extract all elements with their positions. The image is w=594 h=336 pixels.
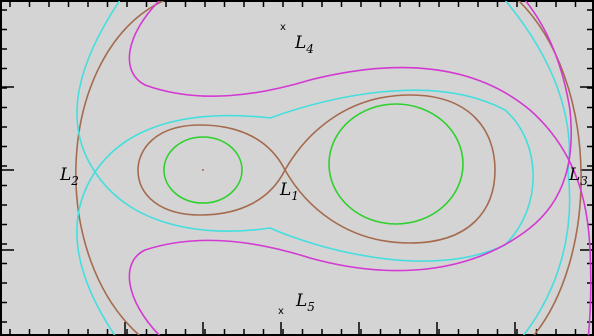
brown-outer-arc-left: [75, 1, 165, 335]
magenta-upper-contour: [128, 1, 592, 335]
l4-marker: x: [280, 22, 286, 33]
label-l2: L2: [59, 165, 79, 188]
label-l1: L1: [279, 180, 299, 203]
brown-outer-arc-right: [517, 1, 582, 335]
green-contour-small-lobe: [163, 136, 243, 204]
l5-marker: x: [278, 306, 284, 317]
label-l4: L4: [294, 33, 314, 56]
brown-figure-eight-contour: [137, 94, 496, 244]
label-l5: L5: [295, 291, 315, 314]
cyan-inner-loop-contour: [94, 89, 534, 262]
label-l3: L3: [568, 165, 588, 188]
contour-group: [75, 1, 592, 335]
primary-body-marker: [202, 169, 204, 171]
green-contour-large-lobe: [328, 103, 464, 225]
magenta-lower-contour: [128, 1, 573, 335]
